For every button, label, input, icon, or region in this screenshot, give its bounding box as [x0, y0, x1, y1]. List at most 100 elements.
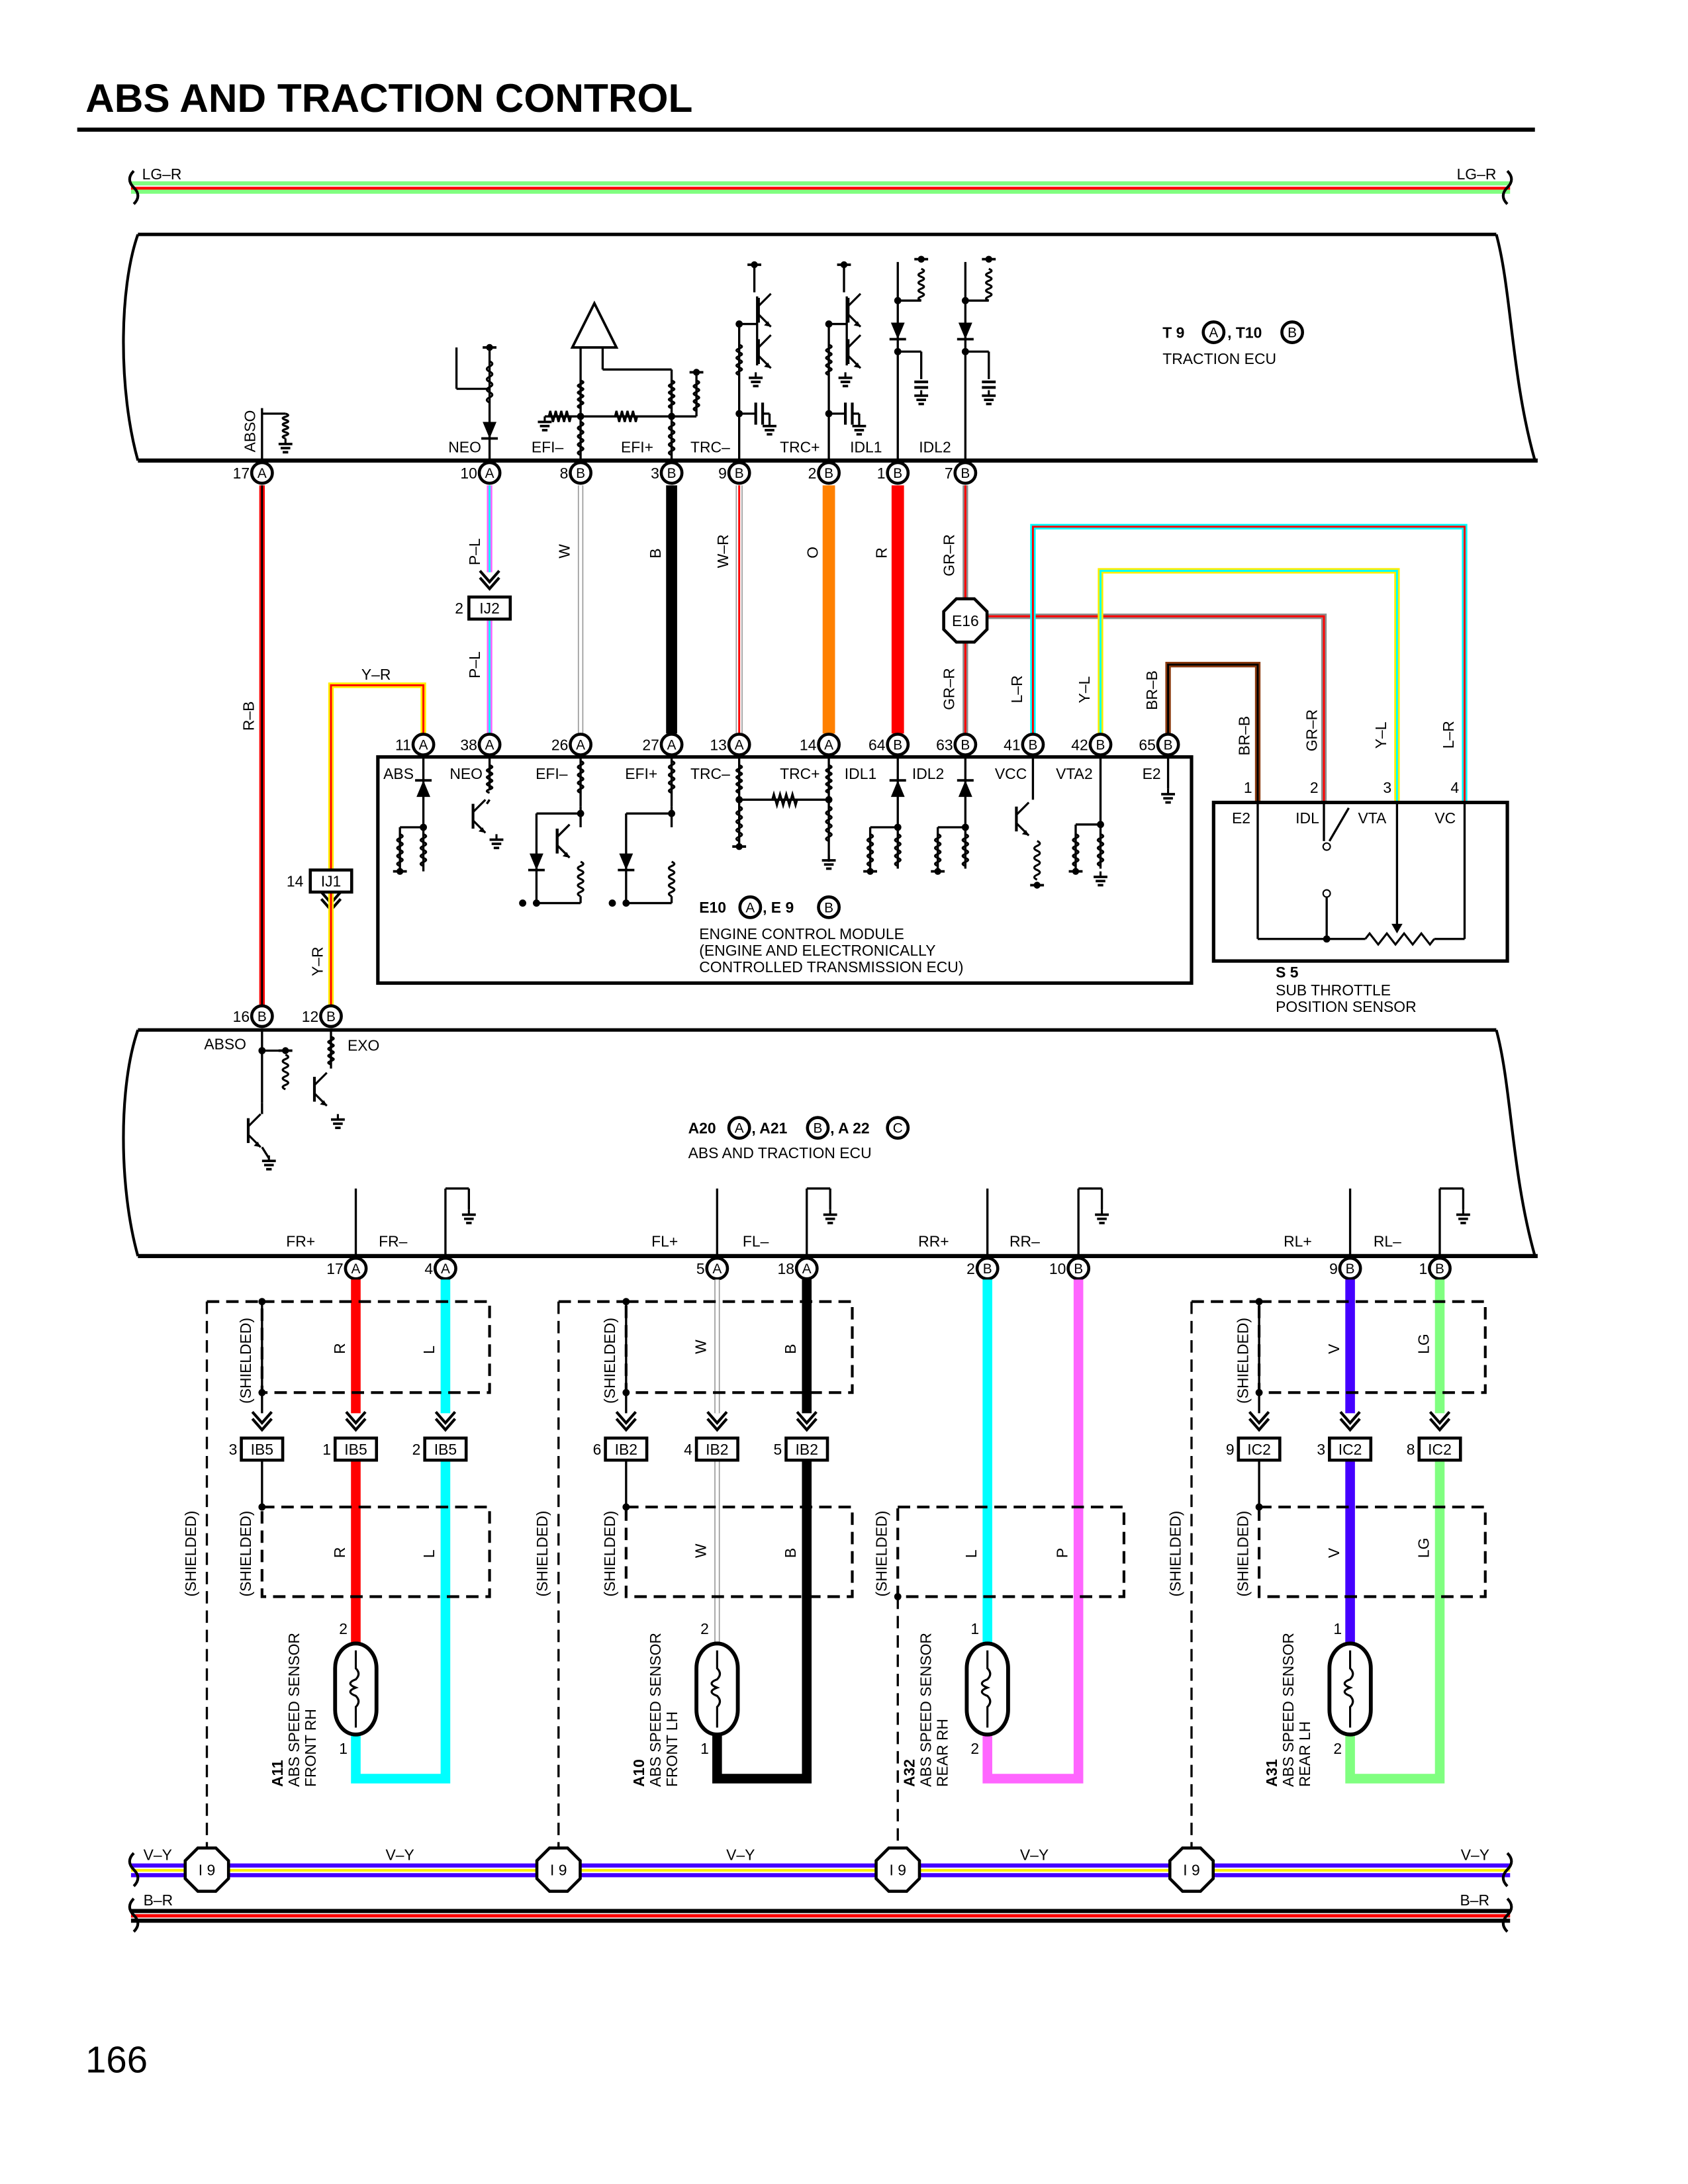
shield-label: (SHIELDED) — [237, 1511, 254, 1597]
resistor-icon — [577, 860, 585, 897]
traction-pin-connector — [886, 461, 910, 485]
junction-pin-number: 1 — [322, 1441, 331, 1458]
sensor-code: A11 — [269, 1760, 286, 1787]
resistor-icon — [917, 267, 925, 302]
sensor-code: A32 — [900, 1759, 917, 1787]
junction-i9-label: I 9 — [199, 1861, 215, 1878]
junction-connector-label: IC2 — [1247, 1441, 1271, 1458]
junction-dot — [961, 823, 969, 831]
connector-chevron-icon — [1248, 1410, 1270, 1432]
ecm-pin-number: 13 — [710, 736, 726, 753]
wire-gr-r-branch-stripe — [965, 615, 1325, 801]
bus-break-icon — [128, 169, 140, 205]
bus-break-icon — [1501, 1852, 1513, 1888]
transistor-icon — [471, 799, 487, 834]
ecm-pin-connector-letter: B — [1028, 738, 1037, 753]
ground-icon — [538, 420, 552, 432]
junction-i9 — [183, 1846, 230, 1893]
resistor-icon — [985, 267, 993, 302]
abs-ecu-box-right-edge — [1495, 1029, 1536, 1257]
sensor-wire — [712, 1460, 812, 1784]
wire-label: V — [1325, 1343, 1342, 1354]
junction-pin-number: 2 — [455, 600, 463, 617]
ecm-pin-label: EFI+ — [625, 765, 657, 782]
traction-pin-connector — [569, 461, 592, 485]
junction-connector-ij2-label: IJ2 — [479, 600, 500, 617]
junction-e16-label: E16 — [952, 612, 979, 629]
junction-dot — [533, 899, 540, 907]
abs-ecu-sensor-pin-letter: B — [983, 1261, 992, 1277]
abs-ecu-pin-number: 9 — [1329, 1260, 1338, 1277]
junction-connector — [1328, 1436, 1373, 1462]
switch-blade — [1328, 807, 1350, 842]
abs-ecu-code-c: , A 22 — [830, 1120, 869, 1137]
shield-box-lower — [1258, 1506, 1487, 1598]
ecm-pin-connector-letter: A — [824, 738, 833, 753]
traction-ecu-code: T 9 — [1162, 324, 1184, 341]
traction-pin-number: 3 — [651, 465, 659, 482]
wire-label: Y–R — [361, 666, 391, 683]
abs-ecu-pin-label: EXO — [348, 1037, 379, 1054]
ecm-pin-label: TRC+ — [780, 765, 820, 782]
junction-dot — [577, 412, 585, 420]
sensor-coil-icon — [710, 1650, 722, 1728]
ecm-pin-connector — [953, 733, 978, 756]
traction-pin-connector-letter: B — [576, 466, 585, 481]
resistor-icon — [614, 410, 639, 422]
wire-label: O — [804, 547, 821, 559]
traction-ecu-conn-b — [1280, 320, 1305, 344]
junction-connector — [1237, 1436, 1282, 1462]
ecm-pin-number: 38 — [460, 736, 477, 753]
transistor-icon — [757, 334, 772, 369]
junction-pin-number: 8 — [1407, 1441, 1415, 1458]
abs-ecu-conn-c-letter: C — [893, 1121, 903, 1136]
sub-throttle-name-line: POSITION SENSOR — [1276, 998, 1417, 1015]
sensor-pin-number: 2 — [1310, 779, 1319, 796]
junction-pin-number: 3 — [1317, 1441, 1325, 1458]
ecm-pin-label: VCC — [995, 765, 1027, 782]
sensor-pin-number: 4 — [1450, 779, 1459, 796]
junction-i9-label: I 9 — [890, 1861, 906, 1878]
abs-ecu-pin-label: RL+ — [1284, 1232, 1312, 1250]
sensor-pin-label: VC — [1434, 809, 1456, 827]
sensor-wire — [1345, 1460, 1445, 1784]
shield-label: (SHIELDED) — [534, 1511, 551, 1597]
ecm-pin-label: TRC– — [690, 765, 730, 782]
abs-ecu-pin-number: 16 — [233, 1008, 250, 1025]
wire-label: L–R — [1440, 721, 1457, 749]
connector-chevron-icon — [1429, 1410, 1451, 1432]
resistor-icon — [547, 410, 573, 422]
ecm-pin-connector-letter: B — [961, 738, 970, 753]
abs-ecu-sensor-pin — [705, 1256, 729, 1281]
traction-ecu-conn-a-letter: A — [1209, 326, 1218, 341]
circuit-line — [261, 1146, 270, 1159]
ecm-pin-connector — [411, 733, 436, 756]
abs-ecu-pin-number: 17 — [326, 1260, 343, 1277]
wire-label: BR–B — [1236, 716, 1253, 756]
bus-label: B–R — [144, 1891, 173, 1909]
abs-ecu-sensor-pin — [1428, 1256, 1452, 1281]
ground-icon — [278, 442, 293, 454]
junction-connector-label: IB5 — [344, 1441, 367, 1458]
junction-i9-label: I 9 — [1183, 1861, 1199, 1878]
sensor-code: A10 — [630, 1759, 647, 1787]
abs-ecu-pin-label: RR+ — [918, 1232, 949, 1250]
ecm-pin-connector — [1088, 733, 1113, 756]
wire-label: P–L — [466, 651, 483, 678]
resistor-icon — [281, 1054, 289, 1091]
ground-icon — [331, 1118, 345, 1130]
abs-ecu-name: ABS AND TRACTION ECU — [688, 1144, 872, 1161]
resistor-icon — [961, 833, 970, 867]
resistor-icon — [825, 343, 833, 377]
ground-icon — [1161, 793, 1176, 804]
sensor-pin-label: E2 — [1232, 809, 1250, 827]
bus-break-icon — [128, 1897, 140, 1933]
resistor-icon — [485, 360, 494, 404]
traction-pin-label: ABSO — [241, 410, 258, 453]
abs-ecu-sensor-pin — [794, 1256, 819, 1281]
diode-icon — [483, 422, 496, 439]
bus-label: B–R — [1460, 1891, 1489, 1909]
wire-label: Y–L — [1076, 676, 1093, 704]
abs-ecu-sensor-pin-letter: B — [1074, 1261, 1083, 1277]
abs-ecu-pin-number: 2 — [966, 1260, 975, 1277]
